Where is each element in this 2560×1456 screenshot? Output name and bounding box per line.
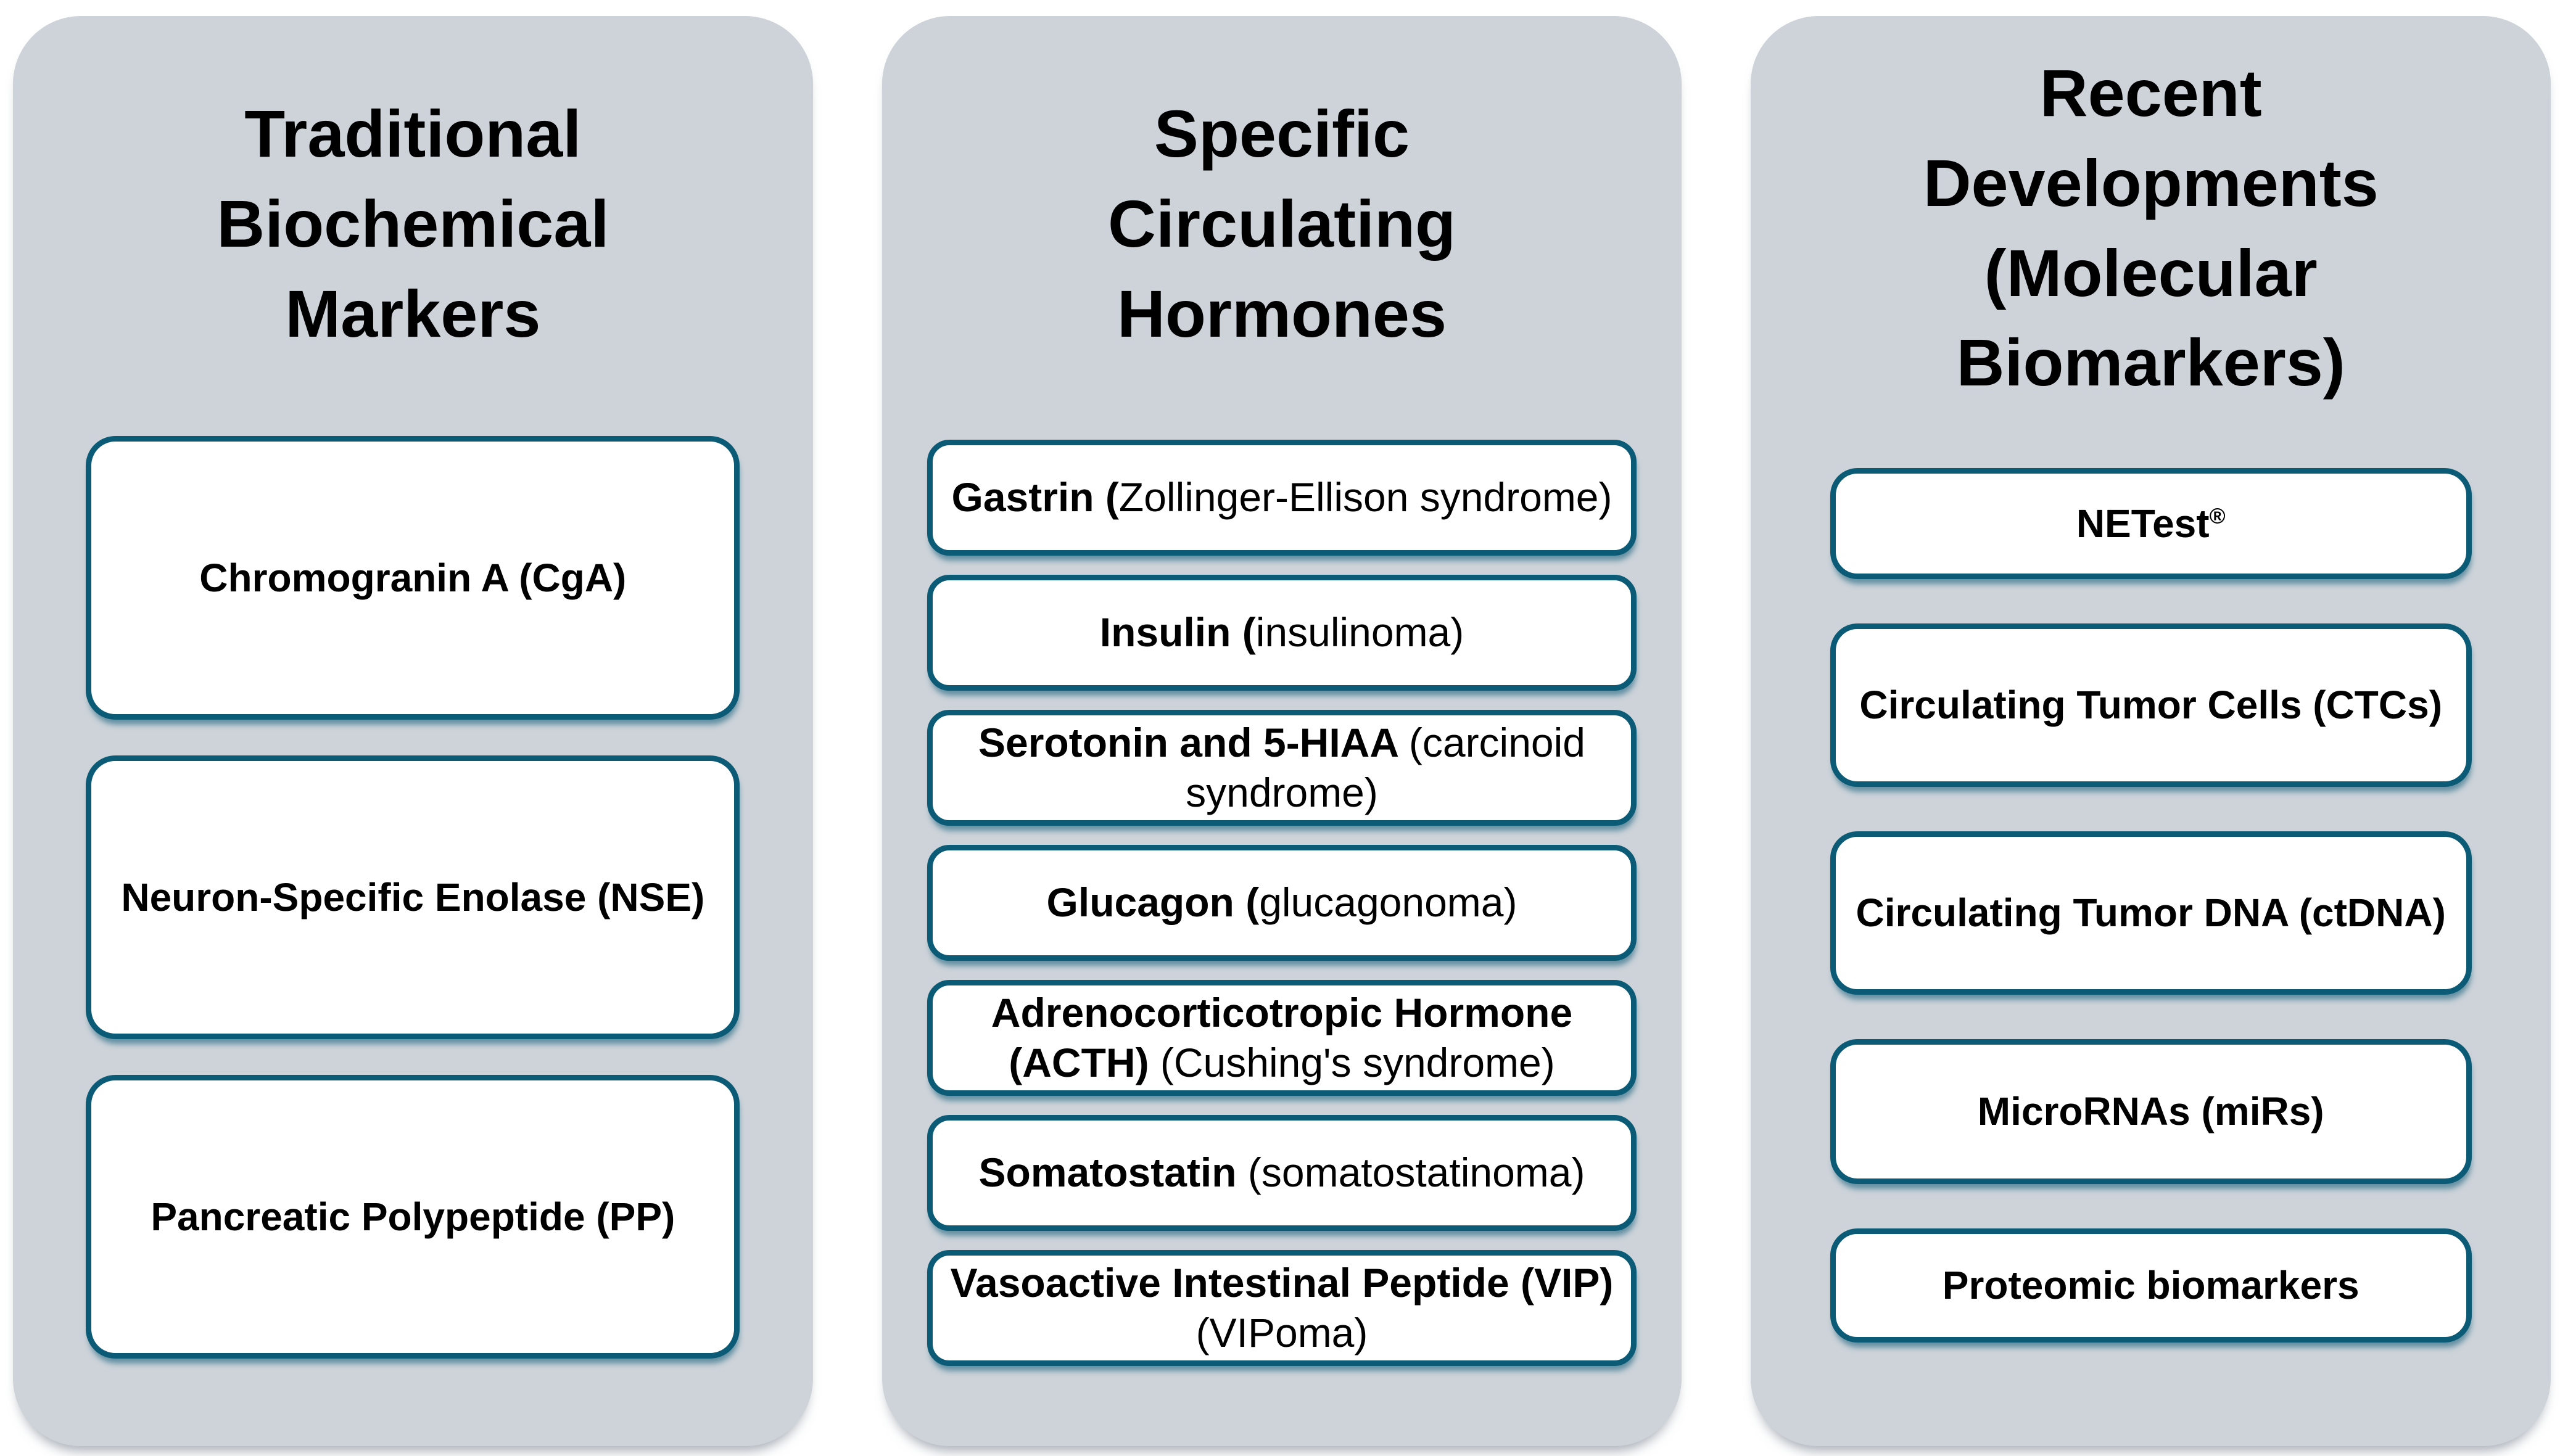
title-line: Hormones [1117,276,1447,351]
box-micrornas: MicroRNAs (miRs) [1830,1039,2472,1185]
label-regular: glucagonoma) [1259,879,1517,926]
box-label: Pancreatic Polypeptide (PP) [151,1191,675,1243]
label-bold: Adrenocorticotropic Hormone (ACTH) [991,989,1573,1086]
label-bold: Chromogranin A (CgA) [199,556,627,601]
title-line: Biochemical [217,186,609,261]
label-bold: Circulating Tumor Cells (CTCs) [1859,683,2442,728]
box-gastrin: Gastrin (Zollinger-Ellison syndrome) [927,440,1637,556]
box-label: Somatostatin (somatostatinoma) [979,1148,1585,1198]
box-label: NETest® [2076,498,2226,549]
box-pancreatic-polypeptide: Pancreatic Polypeptide (PP) [86,1075,740,1359]
column-recent-developments: Recent Developments (Molecular Biomarker… [1751,16,2551,1446]
registered-trademark-symbol: ® [2209,504,2226,529]
title-line: Traditional [244,96,582,171]
box-vip: Vasoactive Intestinal Peptide (VIP) (VIP… [927,1250,1637,1367]
box-label: Insulin (insulinoma) [1100,607,1464,658]
label-bold: Glucagon ( [1046,879,1260,926]
column-title-recent-developments: Recent Developments (Molecular Biomarker… [1923,48,2379,408]
box-somatostatin: Somatostatin (somatostatinoma) [927,1115,1637,1232]
box-circulating-tumor-cells: Circulating Tumor Cells (CTCs) [1830,623,2472,788]
label-regular: insulinoma) [1255,609,1464,656]
label-bold: Serotonin and 5-HIAA [978,719,1409,765]
box-label: Proteomic biomarkers [1943,1259,2360,1311]
column-specific-circulating-hormones: Specific Circulating Hormones Gastrin (Z… [882,16,1682,1446]
box-label: Circulating Tumor DNA (ctDNA) [1856,887,2445,939]
title-line: (Molecular [1984,235,2318,310]
column-title-traditional: Traditional Biochemical Markers [217,89,609,358]
box-label: Circulating Tumor Cells (CTCs) [1859,679,2442,731]
box-acth: Adrenocorticotropic Hormone (ACTH) (Cush… [927,980,1637,1096]
title-line: Biomarkers) [1956,325,2345,400]
label-bold: Pancreatic Polypeptide (PP) [151,1195,675,1240]
box-serotonin-5hiaa: Serotonin and 5-HIAA (carcinoid syndrome… [927,710,1637,826]
label-regular: Zollinger-Ellison syndrome) [1118,474,1612,520]
column-traditional-biochemical-markers: Traditional Biochemical Markers Chromogr… [13,16,813,1446]
box-label: Glucagon (glucagonoma) [1047,878,1517,928]
box-glucagon: Glucagon (glucagonoma) [927,845,1637,961]
label-bold: Gastrin ( [951,474,1119,520]
label-bold: Vasoactive Intestinal Peptide (VIP) [950,1259,1614,1306]
box-label: Serotonin and 5-HIAA (carcinoid syndrome… [936,718,1627,819]
box-insulin: Insulin (insulinoma) [927,575,1637,691]
title-line: Recent [2039,56,2262,130]
box-label: MicroRNAs (miRs) [1978,1085,2324,1137]
box-netest: NETest® [1830,468,2472,580]
box-label: Adrenocorticotropic Hormone (ACTH) (Cush… [936,988,1627,1089]
box-label: Vasoactive Intestinal Peptide (VIP) (VIP… [936,1258,1627,1359]
label-regular: (VIPoma) [1195,1310,1368,1356]
box-list-recent: NETest® Circulating Tumor Cells (CTCs) C… [1751,468,2551,1343]
label-regular: (somatostatinoma) [1247,1150,1585,1196]
label-bold: Circulating Tumor DNA (ctDNA) [1856,890,2446,936]
box-label: Neuron-Specific Enolase (NSE) [121,871,704,923]
title-line: Markers [285,276,541,351]
box-proteomic-biomarkers: Proteomic biomarkers [1830,1228,2472,1343]
label-bold: NETest [2076,501,2210,546]
label-bold: Insulin ( [1099,609,1256,656]
title-line: Specific [1154,96,1410,171]
label-bold: Neuron-Specific Enolase (NSE) [121,875,705,920]
label-bold: MicroRNAs (miRs) [1977,1089,2324,1134]
label-bold: Somatostatin [978,1150,1248,1196]
label-regular: (carcinoid syndrome) [1186,719,1585,816]
box-label: Chromogranin A (CgA) [199,552,626,604]
box-neuron-specific-enolase: Neuron-Specific Enolase (NSE) [86,755,740,1040]
label-regular: (Cushing's syndrome) [1160,1040,1555,1086]
box-circulating-tumor-dna: Circulating Tumor DNA (ctDNA) [1830,831,2472,995]
label-bold: Proteomic biomarkers [1942,1263,2360,1308]
title-line: Circulating [1107,186,1456,261]
box-list-traditional: Chromogranin A (CgA) Neuron-Specific Eno… [13,436,813,1359]
box-list-hormones: Gastrin (Zollinger-Ellison syndrome) Ins… [882,440,1682,1367]
title-line: Developments [1923,145,2379,220]
box-chromogranin-a: Chromogranin A (CgA) [86,436,740,720]
box-label: Gastrin (Zollinger-Ellison syndrome) [952,472,1612,523]
column-title-hormones: Specific Circulating Hormones [1108,89,1456,358]
